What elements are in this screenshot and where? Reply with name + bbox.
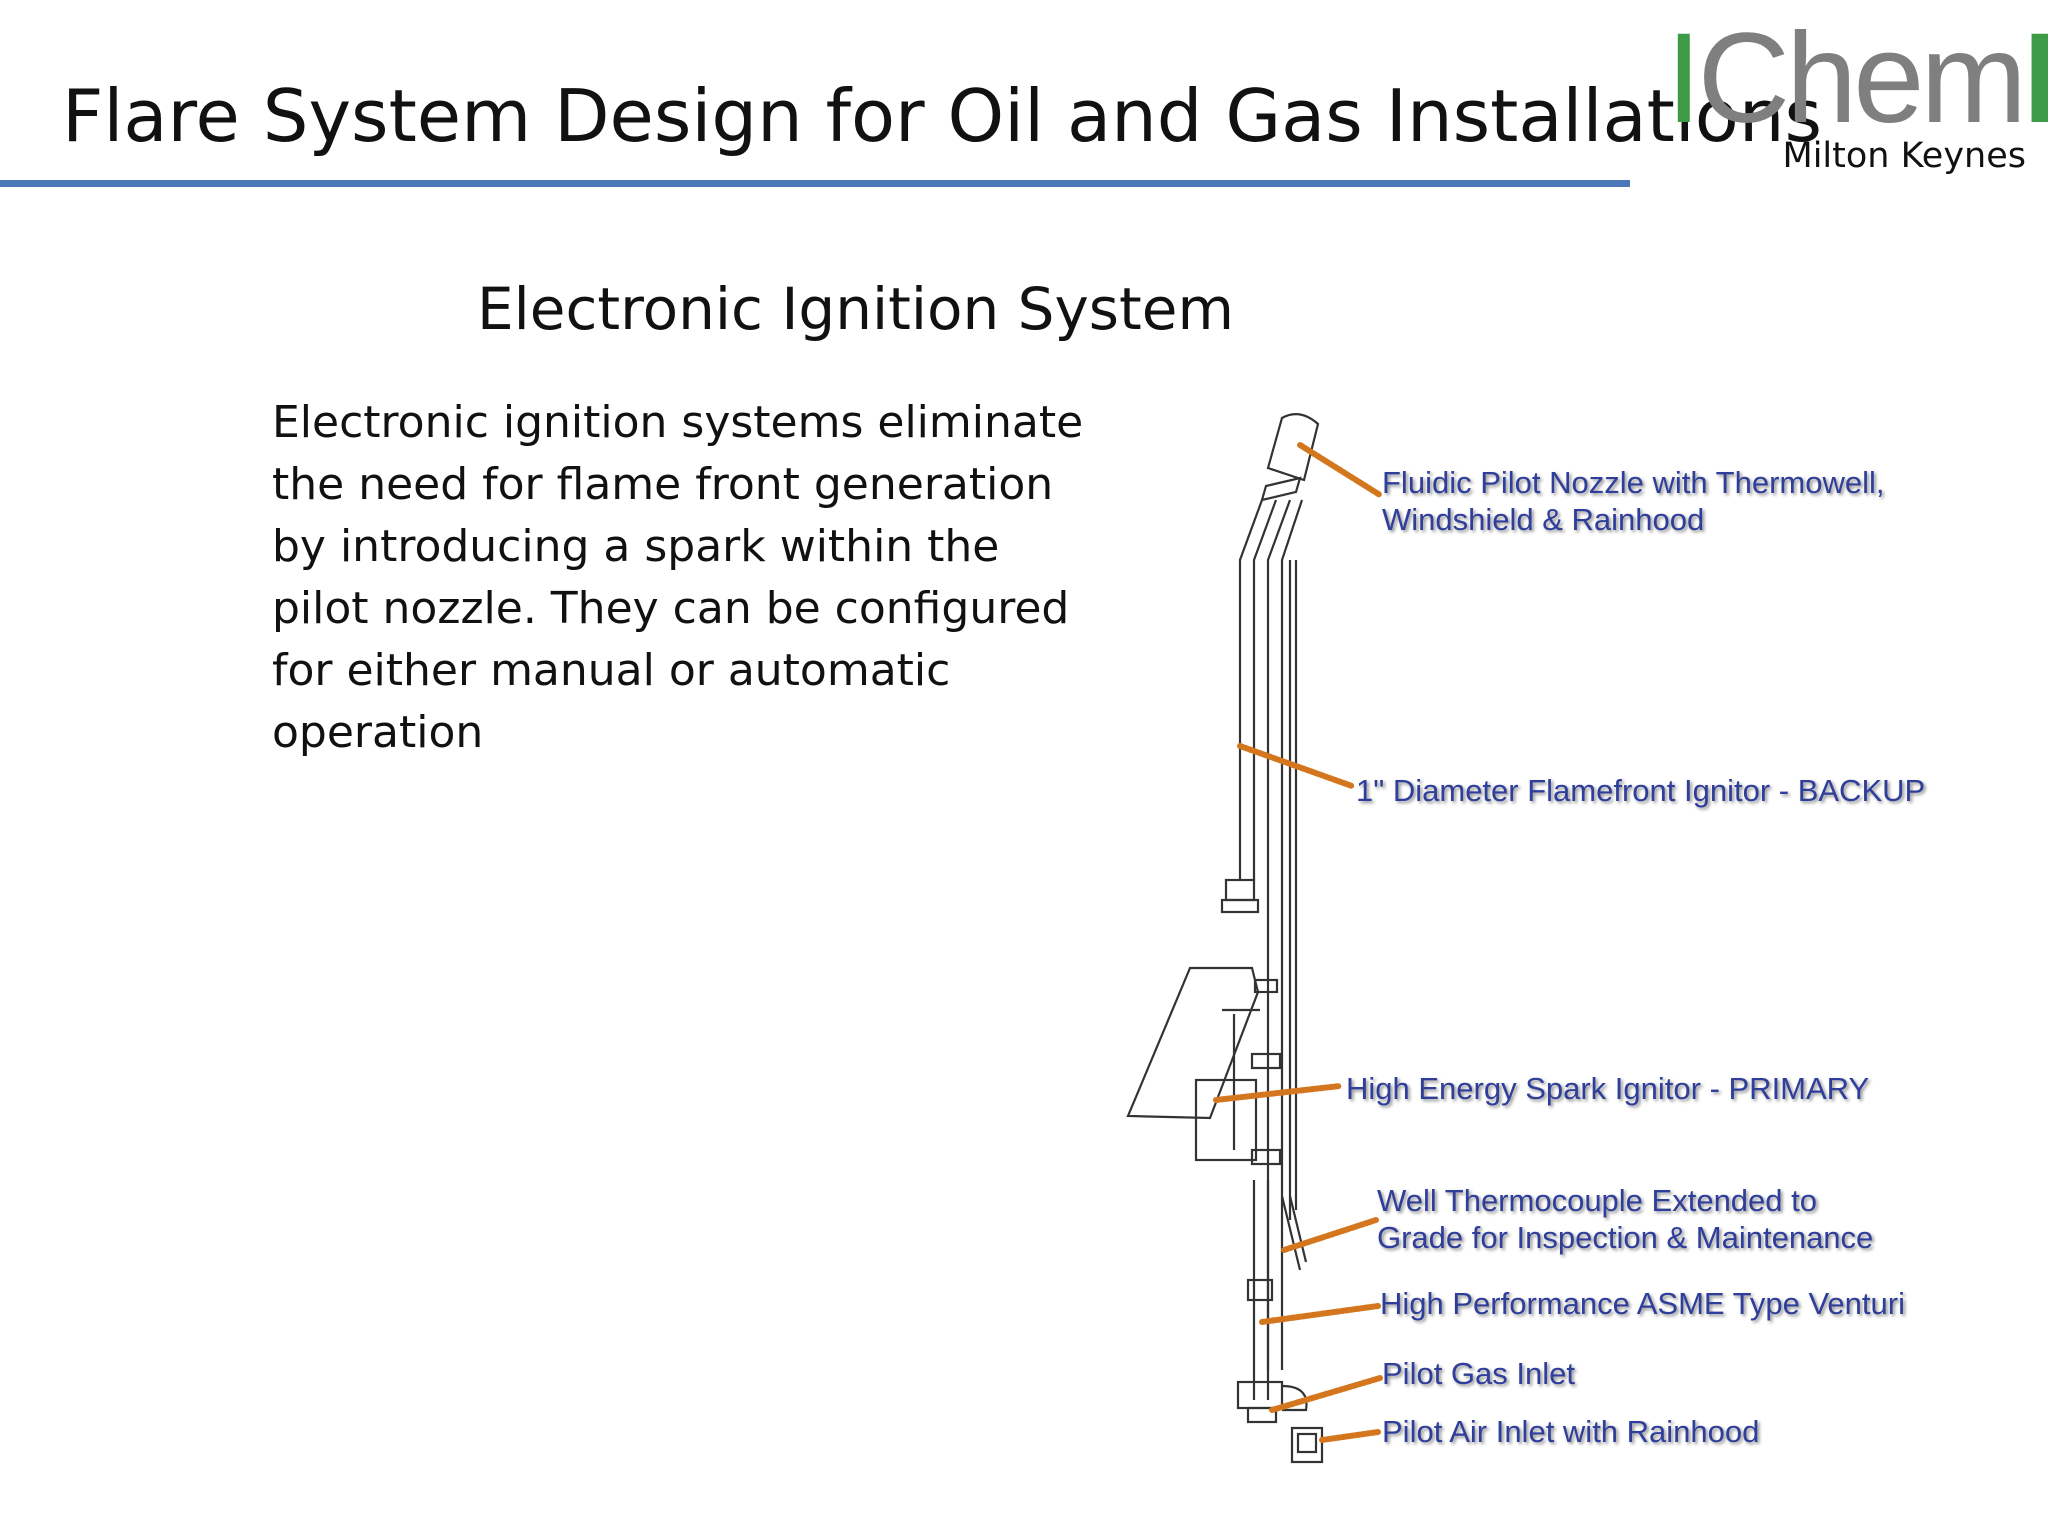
- gas-inlet-elbow: [1281, 1384, 1308, 1412]
- thermocouple-line: [1288, 560, 1298, 1220]
- leader-flamefront-ignitor: [1237, 743, 1355, 789]
- callout-pilot-nozzle-line2: Windshield & Rainhood: [1382, 502, 1705, 537]
- logo-letter-e: E: [2023, 7, 2048, 150]
- body-paragraph: Electronic ignition systems eliminate th…: [272, 397, 1084, 758]
- air-inlet-cap: [1296, 1432, 1318, 1454]
- callout-venturi: High Performance ASME Type Venturi: [1380, 1286, 1905, 1321]
- pilot-nozzle-shoulder: [1260, 476, 1302, 502]
- ignitor-tube: [1266, 499, 1304, 1370]
- callout-gas-inlet: Pilot Gas Inlet: [1382, 1356, 1575, 1391]
- icheme-logo: IChemE Milton Keynes: [1660, 14, 2048, 184]
- pipe-clamp-2: [1250, 1052, 1282, 1070]
- pilot-pipe: [1238, 499, 1278, 880]
- junction-box: [1194, 1078, 1258, 1162]
- callout-flamefront-ignitor: 1" Diameter Flamefront Ignitor - BACKUP: [1356, 773, 1926, 808]
- venturi-collar: [1246, 1278, 1274, 1302]
- logo-letter-i: I: [1666, 7, 1702, 150]
- callout-thermocouple: Well Thermocouple Extended to Grade for …: [1377, 1182, 1873, 1256]
- pilot-nozzle-tip: [1266, 413, 1320, 482]
- pipe-clamp-1: [1253, 978, 1279, 994]
- leader-thermocouple: [1281, 1217, 1379, 1253]
- pipe-union: [1224, 878, 1256, 902]
- slide-subtitle: Electronic Ignition System: [477, 275, 1234, 343]
- callout-thermocouple-line1: Well Thermocouple Extended to: [1377, 1183, 1817, 1218]
- leader-nozzle: [1297, 442, 1383, 498]
- logo-wordmark: IChemE: [1666, 14, 2048, 144]
- callout-spark-ignitor: High Energy Spark Ignitor - PRIMARY: [1346, 1071, 1870, 1106]
- leader-air-inlet: [1319, 1429, 1381, 1443]
- leader-venturi: [1259, 1303, 1381, 1325]
- air-inlet-rainhood: [1290, 1426, 1324, 1464]
- junction-bracket: [1222, 1008, 1260, 1150]
- pilot-assembly-diagram: [1126, 413, 1383, 1464]
- logo-city: Milton Keynes: [1782, 136, 2027, 176]
- callout-pilot-nozzle: Fluidic Pilot Nozzle with Thermowell, Wi…: [1382, 464, 1884, 538]
- venturi-body: [1252, 1180, 1270, 1400]
- leader-spark-ignitor: [1213, 1083, 1343, 1103]
- page-title: Flare System Design for Oil and Gas Inst…: [62, 74, 1822, 158]
- callout-thermocouple-line2: Grade for Inspection & Maintenance: [1377, 1220, 1874, 1255]
- thermocouple-rod: [1280, 1195, 1308, 1271]
- gas-inlet-nipple: [1246, 1406, 1278, 1424]
- title-underline: [0, 180, 1630, 187]
- leader-gas-inlet: [1269, 1375, 1383, 1413]
- logo-letters-chem: Chem: [1697, 7, 2027, 150]
- gas-inlet-tee: [1236, 1380, 1284, 1410]
- pipe-union-lower: [1220, 898, 1260, 914]
- pipe-clamp-3: [1250, 1148, 1282, 1166]
- callout-air-inlet: Pilot Air Inlet with Rainhood: [1382, 1414, 1760, 1449]
- callout-pilot-nozzle-line1: Fluidic Pilot Nozzle with Thermowell,: [1382, 465, 1885, 500]
